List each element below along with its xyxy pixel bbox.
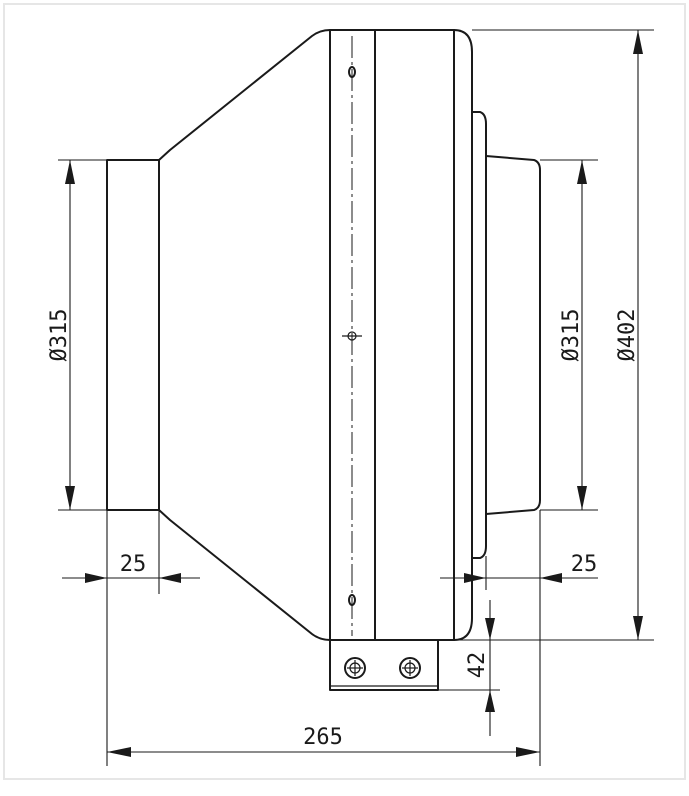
dim-overall-length: 265 bbox=[107, 725, 540, 757]
outlet-collar bbox=[485, 155, 541, 515]
overall-length-label: 265 bbox=[303, 725, 343, 750]
fan-body bbox=[106, 29, 541, 691]
housing-diameter-label: Ø402 bbox=[615, 309, 640, 362]
bracket-bolt-left bbox=[344, 657, 366, 679]
outlet-flange bbox=[471, 111, 487, 559]
dim-bracket-height: 42 bbox=[438, 600, 500, 736]
inlet-collar bbox=[106, 159, 160, 511]
bracket-height-label: 42 bbox=[465, 652, 490, 679]
dim-housing-diameter: Ø402 bbox=[472, 29, 654, 641]
inlet-cone bbox=[158, 29, 331, 641]
mounting-bracket bbox=[329, 639, 439, 691]
page-frame bbox=[3, 3, 686, 780]
dim-inlet-collar-length: 25 bbox=[62, 510, 200, 766]
dim-outlet-collar-length: 25 bbox=[440, 510, 598, 766]
outlet-collar-label: 25 bbox=[571, 552, 598, 577]
center-mark bbox=[342, 331, 362, 341]
inlet-collar-label: 25 bbox=[120, 552, 147, 577]
dim-outlet-diameter: Ø315 bbox=[540, 159, 598, 511]
housing bbox=[329, 29, 473, 641]
screw-top bbox=[348, 66, 356, 78]
bracket-bolt-right bbox=[399, 657, 421, 679]
inlet-diameter-label: Ø315 bbox=[47, 309, 72, 362]
outlet-diameter-label: Ø315 bbox=[559, 309, 584, 362]
dim-inlet-diameter: Ø315 bbox=[47, 159, 107, 511]
screw-bottom bbox=[348, 594, 356, 606]
